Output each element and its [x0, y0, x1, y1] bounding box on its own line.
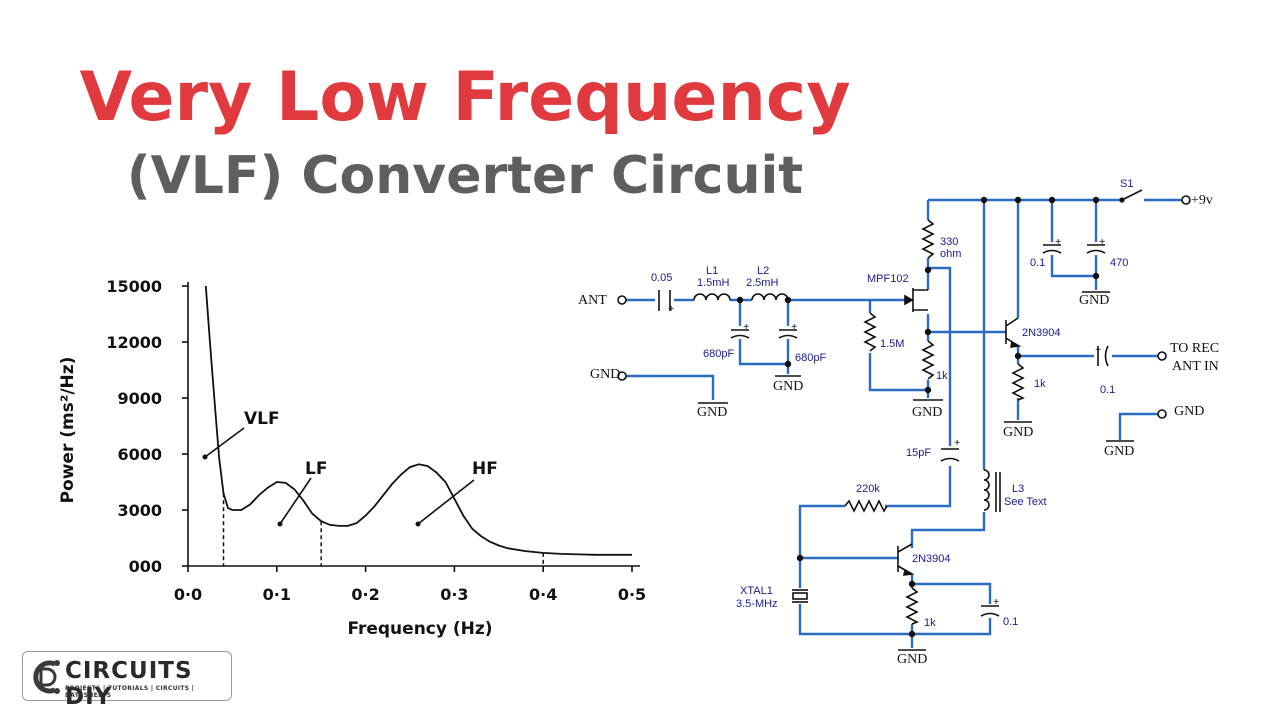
resistor-1k-b — [1011, 363, 1025, 401]
x-axis-label: Frequency (Hz) — [347, 619, 492, 639]
c-out-label: 0.1 — [1100, 384, 1115, 396]
y-tick-label: 12000 — [106, 333, 162, 352]
see-text-label: See Text — [1004, 496, 1047, 508]
l3-label: L3 — [1012, 483, 1024, 495]
gnd-5-label: GND — [1104, 444, 1134, 459]
logo-mark-icon — [33, 660, 60, 694]
svg-text:+: + — [791, 321, 797, 333]
ohm-label: ohm — [940, 248, 961, 260]
r330-label: 330 — [940, 236, 958, 248]
resistor-1k-c — [905, 587, 919, 625]
c470-label: 470 — [1110, 257, 1128, 269]
svg-text:+: + — [993, 596, 999, 608]
fet-label: MPF102 — [867, 273, 909, 285]
gnd-in-label: GND — [590, 367, 620, 382]
y-tick-label: 000 — [129, 557, 162, 576]
s1-label: S1 — [1120, 178, 1133, 190]
x-tick-label: 0·2 — [351, 585, 379, 604]
inductor-l2 — [751, 293, 789, 301]
gnd-3-label: GND — [912, 405, 942, 420]
lf-dot — [277, 521, 283, 527]
x-tick-label: 0·4 — [529, 585, 557, 604]
x-tick-label: 0·0 — [174, 585, 202, 604]
polarity-marks: + + + + + + + + — [668, 236, 1105, 608]
q2-label: 2N3904 — [912, 553, 951, 565]
gnd-4-label: GND — [1003, 425, 1033, 440]
l2-value: 2.5mH — [746, 277, 778, 289]
gnd-1-label: GND — [697, 405, 727, 420]
l1-label: L1 — [706, 265, 718, 277]
page-subtitle: (VLF) Converter Circuit — [126, 146, 804, 206]
x-tick-label: 0·5 — [618, 585, 646, 604]
inductor-l1 — [693, 293, 731, 301]
gnd-6-label: GND — [1079, 293, 1109, 308]
svg-text:+: + — [1099, 236, 1105, 248]
terminals — [617, 195, 1191, 419]
to-rec-label: TO REC — [1170, 341, 1219, 356]
power-curve — [204, 285, 632, 556]
svg-text:+: + — [668, 303, 674, 315]
ant-in-label: ANT IN — [1172, 359, 1219, 374]
gnd-out-label: GND — [1174, 404, 1204, 419]
logo-name: CIRCUITS DIY — [65, 658, 193, 710]
r220k-label: 220k — [856, 483, 880, 495]
r15m-label: 1.5M — [880, 338, 904, 350]
vlf-dot — [202, 454, 208, 460]
page-title: Very Low Frequency — [79, 58, 851, 137]
q1-label: 2N3904 — [1022, 327, 1061, 339]
hf-pointer — [417, 479, 475, 525]
c15p-label: 15pF — [906, 447, 931, 459]
vlf-label: VLF — [244, 409, 280, 429]
r1k-b-label: 1k — [1034, 378, 1046, 390]
y-tick-label: 3000 — [117, 501, 162, 520]
y-tick-label: 9000 — [117, 389, 162, 408]
xtal-value: 3.5-MHz — [736, 598, 778, 610]
resistor-1k-a — [921, 340, 935, 380]
c01b-label: 0.1 — [1003, 616, 1018, 628]
l1-value: 1.5mH — [697, 277, 729, 289]
c680b-label: 680pF — [795, 352, 826, 364]
junction-dots — [736, 196, 1100, 638]
y-axis-label: Power (ms²/Hz) — [58, 357, 78, 504]
y-tick-label: 6000 — [117, 445, 162, 464]
inductor-l3 — [983, 469, 990, 511]
v9-label: +9v — [1191, 193, 1213, 208]
svg-text:+: + — [954, 437, 960, 449]
y-ticks: 000 3000 6000 9000 12000 15000 — [106, 277, 188, 576]
circuits-diy-logo: CIRCUITS DIY PROJECTS | TUTORIALS | CIRC… — [22, 651, 232, 710]
gnd-2-label: GND — [773, 379, 803, 394]
lf-label: LF — [305, 459, 327, 479]
circuit-wires — [626, 198, 1182, 648]
r1k-c-label: 1k — [924, 617, 936, 629]
lf-pointer — [279, 477, 312, 525]
c680a-label: 680pF — [703, 348, 734, 360]
c-in-label: 0.05 — [651, 272, 672, 284]
l2-label: L2 — [757, 265, 769, 277]
logo-tagline: PROJECTS | TUTORIALS | CIRCUITS | DATASH… — [65, 685, 195, 699]
x-tick-label: 0·1 — [263, 585, 291, 604]
resistor-330 — [921, 219, 935, 259]
resistor-1-5m — [863, 312, 877, 352]
x-tick-label: 0·3 — [440, 585, 468, 604]
ant-label: ANT — [578, 293, 607, 308]
resistor-220k — [844, 499, 888, 513]
svg-text:+: + — [1095, 344, 1101, 356]
xtal-label: XTAL1 — [740, 585, 773, 597]
svg-text:+: + — [743, 321, 749, 333]
gnd-7-label: GND — [897, 652, 927, 667]
r1k-a-label: 1k — [936, 370, 948, 382]
hf-dot — [415, 521, 421, 527]
vlf-pointer — [204, 427, 245, 458]
components — [658, 189, 1143, 651]
schematic-labels: ANT GND 0.05 L1 1.5mH L2 2.5mH 680pF 680… — [578, 178, 1219, 667]
hf-label: HF — [472, 459, 498, 479]
x-ticks: 0·0 0·1 0·2 0·3 0·4 0·5 — [174, 566, 646, 604]
band-boundaries — [222, 493, 544, 566]
c01-label: 0.1 — [1030, 257, 1045, 269]
y-tick-label: 15000 — [106, 277, 162, 296]
svg-text:+: + — [1055, 236, 1061, 248]
